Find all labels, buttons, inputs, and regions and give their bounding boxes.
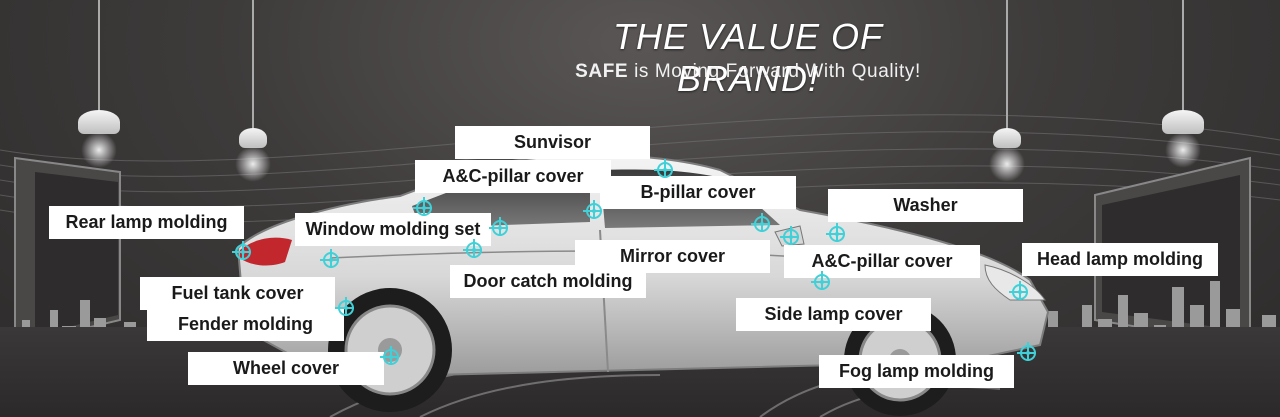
part-label-sunvisor[interactable]: Sunvisor xyxy=(455,126,650,159)
ceiling-lamp xyxy=(989,128,1025,182)
part-label-ac-pillar-top[interactable]: A&C-pillar cover xyxy=(415,160,611,193)
hero-tagline: is Moving Forward With Quality! xyxy=(628,61,921,82)
ceiling-lamp xyxy=(1162,110,1204,168)
ceiling-lamp xyxy=(235,128,271,182)
part-label-b-pillar[interactable]: B-pillar cover xyxy=(600,176,796,209)
crosshair-icon[interactable] xyxy=(231,240,251,260)
crosshair-icon[interactable] xyxy=(779,225,799,245)
crosshair-icon[interactable] xyxy=(810,270,830,290)
lamp-wire xyxy=(98,0,100,112)
part-label-door-catch[interactable]: Door catch molding xyxy=(450,265,646,298)
crosshair-icon[interactable] xyxy=(825,222,845,242)
part-label-side-lamp[interactable]: Side lamp cover xyxy=(736,298,931,331)
part-label-rear-lamp[interactable]: Rear lamp molding xyxy=(49,206,244,239)
hero-title: THE VALUE OF BRAND! xyxy=(612,16,884,99)
part-label-mirror[interactable]: Mirror cover xyxy=(575,240,770,273)
crosshair-icon[interactable] xyxy=(653,158,673,178)
part-label-wheel[interactable]: Wheel cover xyxy=(188,352,384,385)
crosshair-icon[interactable] xyxy=(582,199,602,219)
hero-subtitle: SAFE is Moving Forward With Quality! xyxy=(548,61,948,83)
crosshair-icon[interactable] xyxy=(379,345,399,365)
crosshair-icon[interactable] xyxy=(334,296,354,316)
crosshair-icon[interactable] xyxy=(750,212,770,232)
crosshair-icon[interactable] xyxy=(462,238,482,258)
part-label-washer[interactable]: Washer xyxy=(828,189,1023,222)
part-label-head-lamp[interactable]: Head lamp molding xyxy=(1022,243,1218,276)
crosshair-icon[interactable] xyxy=(1008,280,1028,300)
part-label-ac-pillar-right[interactable]: A&C-pillar cover xyxy=(784,245,980,278)
lamp-wire xyxy=(1006,0,1008,130)
part-label-fender[interactable]: Fender molding xyxy=(147,308,344,341)
crosshair-icon[interactable] xyxy=(488,216,508,236)
part-label-fog-lamp[interactable]: Fog lamp molding xyxy=(819,355,1014,388)
lamp-wire xyxy=(252,0,254,130)
ceiling-lamp xyxy=(78,110,120,168)
lamp-wire xyxy=(1182,0,1184,112)
crosshair-icon[interactable] xyxy=(1016,341,1036,361)
part-label-window-molding[interactable]: Window molding set xyxy=(295,213,491,246)
crosshair-icon[interactable] xyxy=(319,248,339,268)
crosshair-icon[interactable] xyxy=(412,196,432,216)
brand-name: SAFE xyxy=(575,61,629,82)
part-label-fuel-tank[interactable]: Fuel tank cover xyxy=(140,277,335,310)
